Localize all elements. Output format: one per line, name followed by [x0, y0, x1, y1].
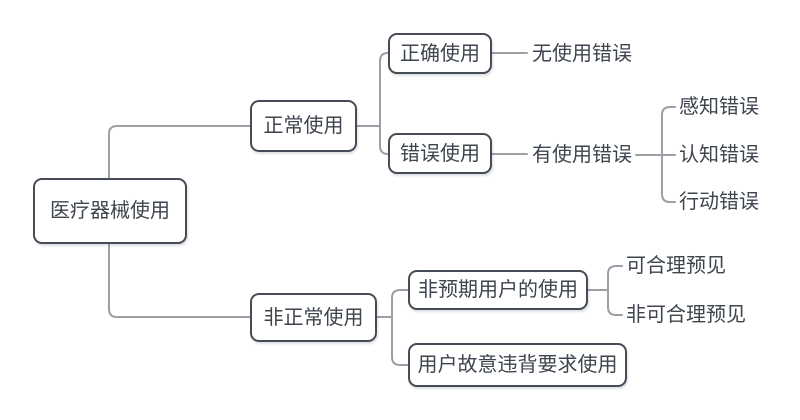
- node-action-error[interactable]: 行动错误: [679, 191, 759, 213]
- connector-to-reasonably-foreseeable: [607, 265, 623, 291]
- connector-to-intentional-violation-use: [391, 316, 409, 366]
- connector-root-to-normal-use: [108, 125, 251, 179]
- node-not-reasonably-foreseeable[interactable]: 非可合理预见: [626, 304, 746, 326]
- node-normal-use[interactable]: 正常使用: [250, 100, 357, 152]
- connector-to-not-reasonably-foreseeable: [607, 289, 623, 316]
- node-intentional-violation-use[interactable]: 用户故意违背要求使用: [408, 343, 627, 387]
- node-root-medical-device-use[interactable]: 医疗器械使用: [33, 178, 187, 244]
- node-no-use-error[interactable]: 无使用错误: [532, 43, 632, 65]
- connector-root-to-abnormal-use: [108, 243, 251, 318]
- node-perception-error[interactable]: 感知错误: [679, 96, 759, 118]
- connector-to-perception-error: [661, 106, 676, 156]
- node-reasonably-foreseeable[interactable]: 可合理预见: [626, 255, 726, 277]
- node-has-use-error[interactable]: 有使用错误: [532, 144, 632, 166]
- connector-to-unintended-user-use: [391, 289, 409, 318]
- node-unintended-user-use[interactable]: 非预期用户的使用: [408, 270, 588, 310]
- node-cognition-error[interactable]: 认知错误: [679, 144, 759, 166]
- node-erroneous-use[interactable]: 错误使用: [388, 133, 492, 174]
- node-abnormal-use[interactable]: 非正常使用: [250, 293, 377, 342]
- node-correct-use[interactable]: 正确使用: [388, 33, 492, 74]
- connector-to-action-error: [661, 154, 676, 203]
- connector-normal-use-to-erroneous-use: [379, 125, 389, 155]
- connector-normal-use-to-correct-use: [379, 52, 389, 127]
